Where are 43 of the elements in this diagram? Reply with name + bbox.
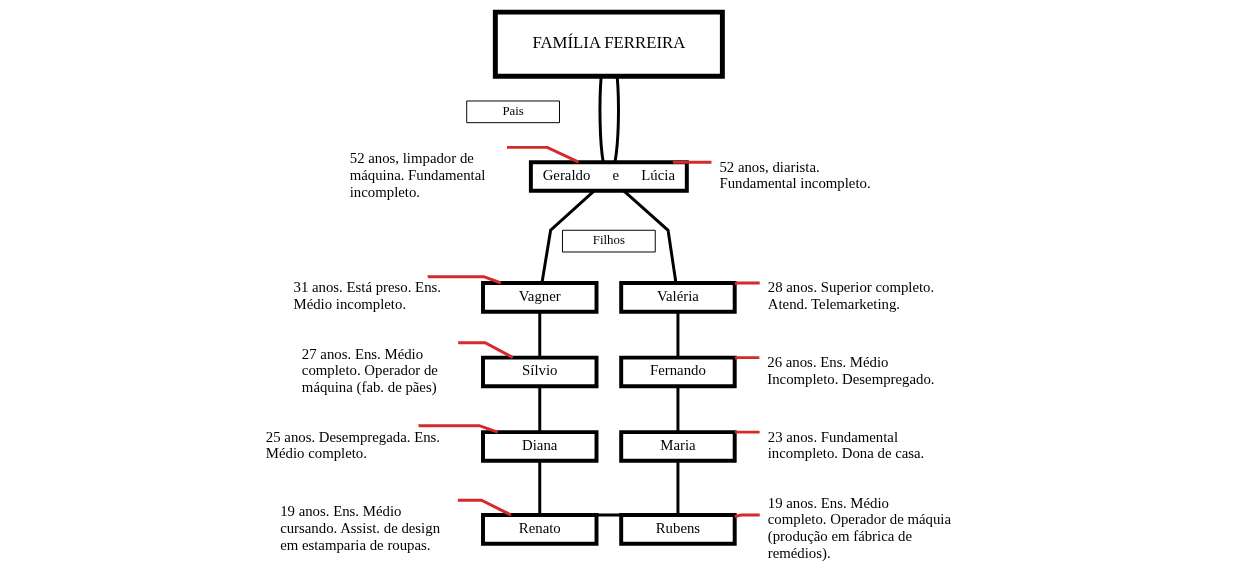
node-box: Vagner <box>481 281 599 314</box>
connector <box>540 189 596 284</box>
connector <box>734 430 760 434</box>
node-box: FAMÍLIA FERREIRA <box>492 9 725 79</box>
connector <box>613 76 620 163</box>
node-box: Fernando <box>619 355 737 389</box>
connector <box>734 513 760 518</box>
connector <box>676 460 680 515</box>
connector <box>458 341 514 359</box>
connector <box>538 386 542 433</box>
node-box: Geraldo e Lúcia <box>528 160 689 193</box>
node-box: Renato <box>481 513 599 546</box>
node-text: 52 anos, diarista. Fundamental incompleto. <box>719 158 871 192</box>
connector <box>457 498 512 517</box>
connector <box>676 312 680 358</box>
node-text: 52 anos, limpador de máquina. Fundamental incompleto. <box>349 150 486 200</box>
node-text: 26 anos. Ens. Médio Incompleto. Desempregado. <box>767 353 935 387</box>
connector <box>538 460 542 515</box>
node-text: 28 anos. Superior completo. Atend. Telemarketing. <box>767 279 935 313</box>
connector <box>417 424 499 434</box>
node-box: Diana <box>481 430 599 463</box>
node-box: Filhos <box>561 229 656 253</box>
connector <box>622 189 678 284</box>
node-box: Maria <box>619 430 737 463</box>
node-box: Valéria <box>619 281 737 314</box>
connector <box>671 160 712 164</box>
node-box: Rubens <box>619 513 737 546</box>
connector <box>734 281 760 286</box>
connector <box>506 145 580 164</box>
connector <box>584 513 634 517</box>
connector <box>734 356 760 360</box>
connector <box>426 275 502 285</box>
node-text: 25 anos. Desempregada. Ens. Médio completo. <box>265 428 441 462</box>
node-text: 19 anos. Ens. Médio completo. Operador de máquia (produção em fábrica de remédios). <box>767 494 952 561</box>
node-text: 23 anos. Fundamental incompleto. Dona de casa. <box>767 428 925 462</box>
node-box: Sílvio <box>481 355 599 389</box>
node-text: 19 anos. Ens. Médio cursando. Assist. de design em estamparia de roupas. <box>280 503 441 553</box>
connector <box>538 312 542 358</box>
node-text: 27 anos. Ens. Médio completo. Operador de máquina (fab. de pães) <box>301 345 438 396</box>
connector <box>598 76 605 163</box>
node-box: Pais <box>466 100 560 124</box>
connector <box>676 386 680 433</box>
node-text: 31 anos. Está preso. Ens. Médio incompleto. <box>293 279 442 313</box>
